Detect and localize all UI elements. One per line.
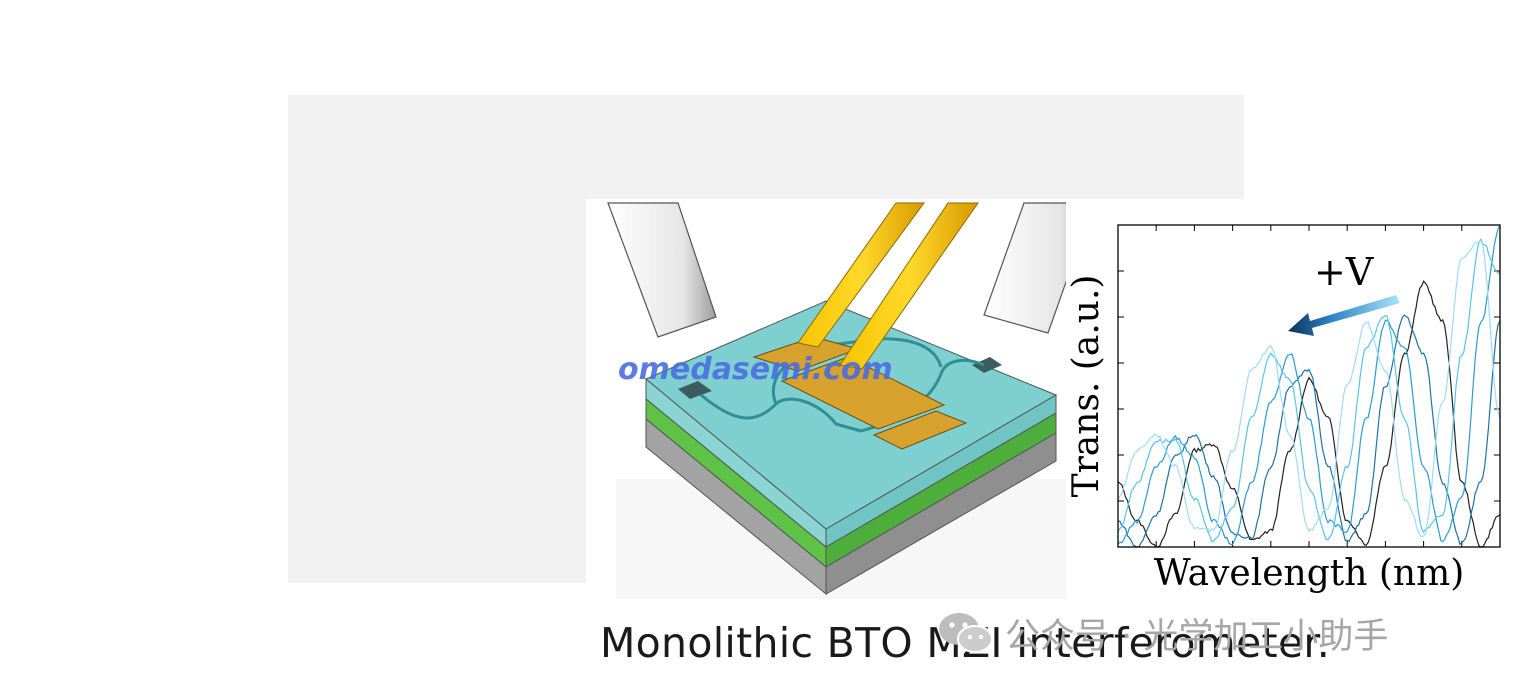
series-group [1117, 224, 1501, 548]
axis-ticks [1117, 224, 1501, 548]
left-fiber [607, 202, 717, 338]
x-axis-label: Wavelength (nm) [1154, 553, 1465, 594]
footer-attribution: 公众号 · 光学加工小助手 [935, 608, 1388, 658]
y-axis-label: Trans. (a.u.) [1066, 275, 1107, 498]
device-illustration [607, 202, 1066, 599]
spectrum-chart: +V Wavelength (nm) Trans. (a.u.) [1066, 224, 1501, 594]
spectrum-series-1 [1117, 280, 1501, 548]
spectrum-series-2 [1117, 314, 1501, 548]
spectrum-series-3 [1117, 224, 1501, 546]
electrode-bottom [872, 410, 968, 450]
figure-panel: +V Wavelength (nm) Trans. (a.u.) Monolit… [586, 199, 1521, 667]
right-grating-coupler [972, 357, 1002, 373]
chip-substrate-right [825, 432, 1057, 595]
watermark-text: omedasemi.com [618, 352, 893, 387]
spectrum-series-4 [1117, 237, 1501, 543]
wechat-icon [939, 613, 993, 653]
waveguide-upper-arm [771, 337, 943, 405]
figure-frame: +V Wavelength (nm) Trans. (a.u.) Monolit… [288, 95, 1521, 667]
probe-right [839, 202, 979, 370]
footer-text: 公众号 · 光学加工小助手 [1005, 616, 1389, 657]
probe-left [797, 202, 925, 348]
plot-frame [1117, 224, 1501, 548]
spectrum-series-5 [1117, 239, 1501, 538]
annotation-voltage: +V [1314, 250, 1374, 294]
left-grating-coupler [678, 381, 712, 399]
right-fiber [983, 202, 1066, 334]
shift-arrow-icon [1288, 295, 1400, 336]
electrode-center [780, 356, 946, 430]
